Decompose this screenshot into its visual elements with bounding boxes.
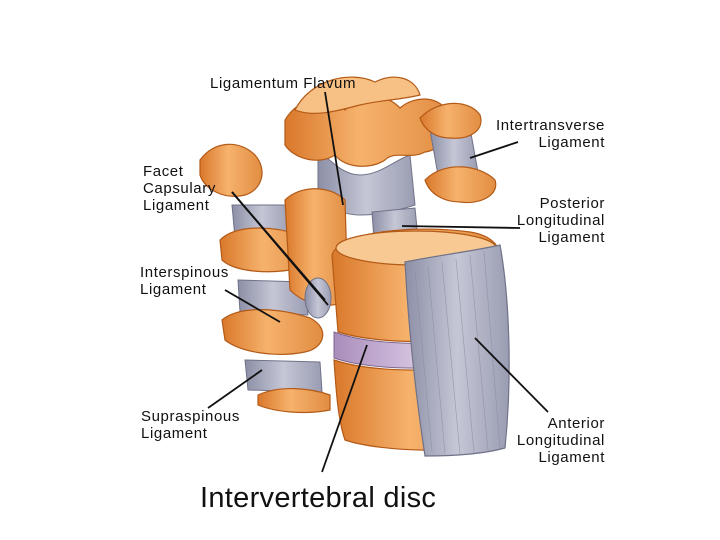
ligament-fiber-texture	[414, 250, 501, 455]
transverse-process-upper	[419, 102, 482, 139]
supraspinous-ligament-shape	[244, 359, 323, 393]
leader-posterior-longitudinal	[401, 225, 521, 229]
leader-facet-capsulary-2	[231, 191, 326, 301]
leader-anterior-longitudinal	[474, 337, 549, 413]
leader-interspinous	[224, 289, 281, 323]
transverse-process-lower	[424, 166, 497, 204]
leader-supraspinous	[207, 369, 263, 409]
leader-lines	[207, 91, 549, 473]
leader-ligamentum-flavum	[324, 91, 344, 206]
spinous-process-low	[221, 309, 324, 355]
label-intertransverse-ligament: Intertransverse Ligament	[495, 117, 605, 151]
spinous-process-bottom	[257, 387, 331, 414]
facet-capsule	[304, 277, 332, 319]
label-ligamentum-flavum: Ligamentum Flavum	[210, 75, 357, 92]
leader-intertransverse	[469, 141, 519, 159]
label-supraspinous-ligament: Supraspinous Ligament	[141, 408, 240, 442]
leader-intervertebral-disc	[321, 344, 368, 473]
label-facet-capsulary-ligament: Facet Capsulary Ligament	[143, 163, 216, 214]
label-anterior-longitudinal-ligament: Anterior Longitudinal Ligament	[516, 415, 605, 466]
label-interspinous-ligament: Interspinous Ligament	[140, 264, 229, 298]
label-posterior-longitudinal-ligament: Posterior Longitudinal Ligament	[516, 195, 605, 246]
label-intervertebral-disc: Intervertebral disc	[200, 482, 437, 514]
left-facet-upper	[199, 143, 263, 197]
